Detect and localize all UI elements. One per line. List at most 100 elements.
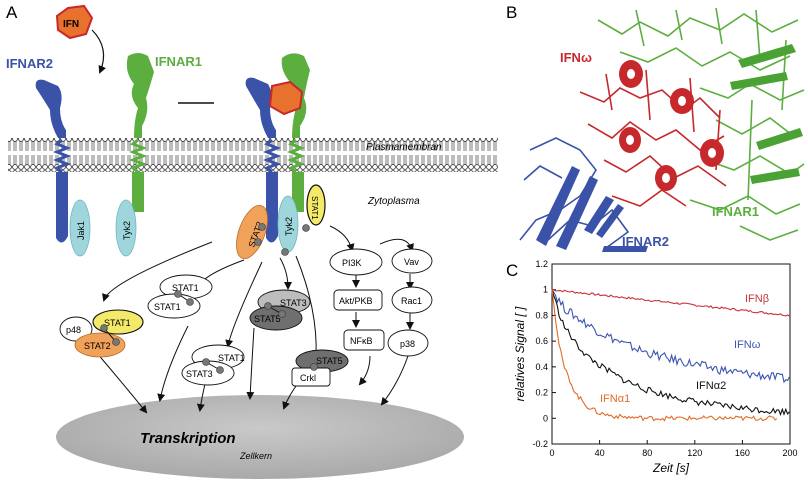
x-axis-label: Zeit [s] bbox=[652, 461, 690, 475]
stat3-label: STAT3 bbox=[280, 298, 307, 308]
transcription-label: Transkription bbox=[140, 430, 236, 447]
pathway-arrow bbox=[102, 241, 213, 302]
ifnar1-structure bbox=[597, 7, 805, 241]
nfkb-label: NFκB bbox=[350, 336, 373, 346]
phospho-site bbox=[186, 298, 194, 306]
chart-series bbox=[551, 289, 790, 422]
ifnar2-tail-right bbox=[266, 172, 278, 243]
phospho-site bbox=[281, 248, 289, 256]
akt-node bbox=[333, 289, 383, 311]
x-tick-label: 40 bbox=[595, 448, 605, 458]
pathway-arrow bbox=[379, 238, 414, 252]
x-tick-label: 200 bbox=[782, 448, 797, 458]
series-line bbox=[551, 289, 790, 384]
panel-b-letter: B bbox=[506, 3, 517, 22]
ifn-bound bbox=[268, 80, 304, 116]
y-tick-label: -0.2 bbox=[532, 439, 548, 449]
pathway-arrow bbox=[295, 255, 321, 358]
pathway-arrow bbox=[95, 351, 148, 414]
pathway-arrow bbox=[157, 325, 189, 402]
pi3k-node bbox=[329, 248, 383, 276]
vav-node bbox=[391, 248, 433, 274]
jak1-kinase bbox=[69, 199, 91, 257]
ifnar1-label: IFNAR1 bbox=[155, 54, 202, 69]
rac1-node bbox=[391, 286, 433, 314]
ifnar1-tail-right bbox=[292, 172, 304, 212]
y-tick-label: 1.2 bbox=[535, 259, 548, 269]
stat1-top-label: STAT1 bbox=[172, 283, 199, 293]
pathway-arrow bbox=[329, 225, 355, 252]
vav-label: Vav bbox=[404, 257, 419, 267]
y-tick-label: 0.4 bbox=[535, 362, 548, 372]
plasma-membrane bbox=[8, 138, 498, 172]
phospho-site bbox=[100, 324, 108, 332]
series-label: IFNα2 bbox=[696, 380, 726, 392]
stat1-bound bbox=[306, 184, 326, 226]
phospho-site bbox=[202, 358, 210, 366]
phospho-site bbox=[254, 238, 262, 246]
ifn-omega-label: IFNω bbox=[560, 50, 592, 65]
isgf3-complex: p48 STAT1 STAT2 bbox=[59, 309, 144, 358]
stat5-crkl-complex: STAT5 Crkl bbox=[291, 349, 349, 387]
tyk2-right-label: Tyk2 bbox=[284, 217, 294, 236]
nucleus-label: Zellkern bbox=[239, 451, 272, 461]
ifnar2-receptor-right bbox=[245, 77, 276, 138]
ifnar2-tm-helix-left bbox=[52, 138, 72, 174]
y-tick-label: 1 bbox=[543, 285, 548, 295]
ifnar2-receptor-left bbox=[35, 79, 66, 138]
phospho-site bbox=[258, 223, 266, 231]
crkl-label: Crkl bbox=[300, 373, 316, 383]
p48-label: p48 bbox=[66, 325, 81, 335]
ifn-omega-helices bbox=[619, 60, 724, 191]
helix-cores bbox=[626, 69, 716, 183]
akt-label: Akt/PKB bbox=[339, 296, 373, 306]
panel-b: B bbox=[506, 3, 805, 252]
stat5-label: STAT5 bbox=[254, 314, 281, 324]
structure-image bbox=[520, 6, 804, 252]
ifnar1-receptor-left bbox=[126, 53, 154, 138]
ifn-label: IFN bbox=[63, 19, 79, 30]
ifnar1-tm-helix-left bbox=[128, 138, 148, 174]
cytoplasm-label: Zytoplasma bbox=[367, 196, 420, 207]
p38-label: p38 bbox=[400, 339, 415, 349]
plot-frame bbox=[551, 263, 791, 445]
x-tick-label: 80 bbox=[642, 448, 652, 458]
stat1-bottom-label: STAT1 bbox=[154, 302, 181, 312]
pi3k-label: PI3K bbox=[342, 258, 362, 268]
pathway-arrow bbox=[279, 257, 292, 290]
tyk2-kinase-left bbox=[115, 199, 137, 257]
stat2-label: STAT2 bbox=[84, 341, 111, 351]
y-tick-label: 0.8 bbox=[535, 310, 548, 320]
ifnar2-label: IFNAR2 bbox=[6, 56, 53, 71]
phospho-site bbox=[278, 310, 286, 318]
pathway-arrow bbox=[358, 355, 371, 386]
y-tick-label: 0.6 bbox=[535, 336, 548, 346]
stat3-stat5-complex: STAT3 STAT5 bbox=[249, 289, 311, 331]
stat1-label: STAT1 bbox=[218, 353, 245, 363]
series-label: IFNω bbox=[734, 339, 761, 351]
series-line bbox=[551, 289, 790, 317]
nfkb-node bbox=[343, 329, 385, 351]
y-axis-label: relatives Signal [ ] bbox=[513, 306, 527, 401]
phospho-site bbox=[112, 338, 120, 346]
membrane-label: Plasmamembran bbox=[366, 142, 442, 153]
phospho-site bbox=[216, 366, 224, 374]
stat1-label: STAT1 bbox=[104, 318, 131, 328]
ifnar1-structure-label: IFNAR1 bbox=[712, 204, 759, 219]
y-tick-label: 0.2 bbox=[535, 388, 548, 398]
panel-a: A Plasmamembran Zytoplasma IFN IFNAR2 IF… bbox=[6, 3, 498, 479]
y-tick-label: 0 bbox=[543, 413, 548, 423]
ifn-ligand bbox=[55, 4, 94, 40]
series-line bbox=[551, 289, 790, 416]
stat1-stat3-complex: STAT1 STAT3 bbox=[181, 344, 245, 386]
panel-c-letter: C bbox=[506, 261, 518, 280]
phospho-site bbox=[264, 302, 272, 310]
stat1-stat1-complex: STAT1 STAT1 bbox=[147, 274, 213, 319]
phospho-site bbox=[174, 290, 182, 298]
stat1-bound-label: STAT1 bbox=[310, 196, 319, 220]
ifnar1-strands bbox=[730, 44, 803, 184]
stat5-node bbox=[249, 305, 303, 331]
